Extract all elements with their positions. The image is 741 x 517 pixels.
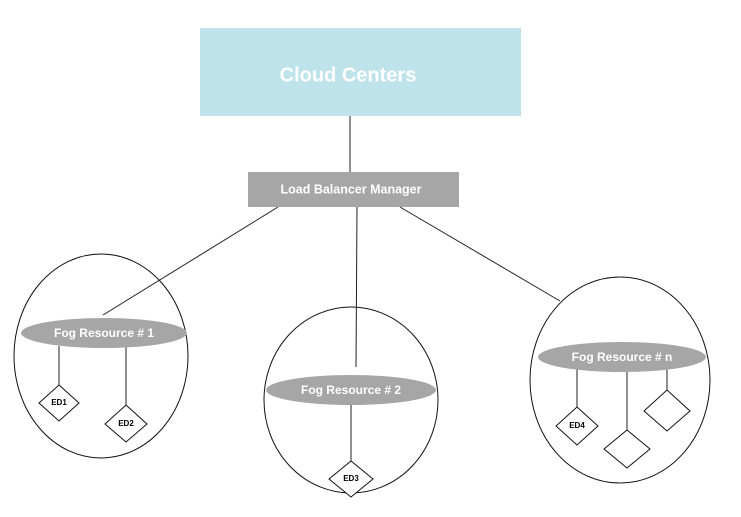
edge-device-ed2-label: ED2	[118, 419, 134, 428]
edge-device-ed3-label: ED3	[343, 474, 359, 483]
fog-resource-n-label: Fog Resource # n	[572, 350, 673, 364]
edge-balancer-to-fog-1	[102, 206, 279, 316]
fog-cluster-n	[529, 276, 711, 484]
fog-resource-1-oval	[21, 318, 187, 348]
edge-device-ed3	[328, 460, 374, 498]
edge-device-unlabeled-2	[643, 389, 691, 432]
fog-resource-2-oval	[266, 375, 436, 405]
load-balancer-box	[248, 172, 459, 207]
cloud-centers-box	[200, 28, 521, 116]
load-balancer-label: Load Balancer Manager	[280, 182, 421, 196]
edge-device-ed4-label: ED4	[569, 421, 585, 430]
fog-resource-n-oval	[538, 342, 706, 372]
edge-balancer-to-fog-2	[355, 206, 358, 368]
edge-device-ed1-label: ED1	[51, 398, 67, 407]
edge-device-ed2	[104, 404, 148, 443]
edge-device-unlabeled-1	[603, 429, 651, 469]
edge-device-ed4	[555, 406, 599, 446]
edge-balancer-to-fog-n	[399, 206, 561, 302]
fog-resource-2-label: Fog Resource # 2	[301, 383, 401, 397]
fog-resource-1-label: Fog Resource # 1	[54, 326, 154, 340]
edge-device-ed1	[38, 384, 80, 422]
cloud-centers-label: Cloud Centers	[280, 64, 417, 86]
fog-cluster-1	[13, 253, 189, 459]
